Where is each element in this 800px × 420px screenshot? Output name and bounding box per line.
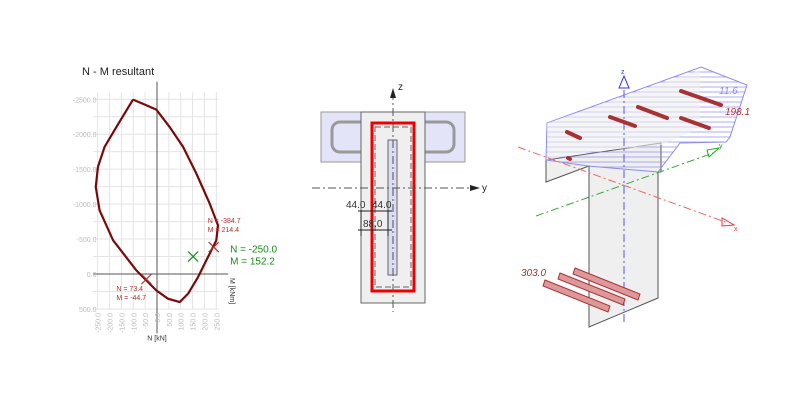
marker-label: M = -44.7: [116, 295, 146, 302]
marker-label: N = -250.0: [230, 245, 277, 256]
x-tick-label: -50.0: [143, 313, 150, 329]
y-tick-label: -2500.0: [73, 97, 97, 104]
y-tick-label: 500.0: [79, 307, 97, 314]
x-tick-label: -200.0: [108, 313, 115, 333]
z-arrow-icon: [618, 74, 630, 89]
marker-label: N = 73.4: [116, 286, 143, 293]
marker-x-icon: [208, 241, 220, 253]
dim-label: 44.0: [346, 200, 366, 211]
marker-x-icon: [140, 273, 152, 285]
chart-title: N - M resultant: [82, 66, 155, 78]
marker-label: M = 152.2: [230, 257, 275, 268]
y-axis-label: y: [482, 183, 487, 194]
marker-x-icon: [187, 251, 199, 262]
x-tick-label: 0.0: [155, 313, 162, 323]
y-tick-label: -500.0: [77, 237, 97, 244]
x-axis-label: x: [734, 226, 738, 233]
x-tick-label: 150.0: [191, 313, 198, 331]
y-tick-label: -1500.0: [73, 167, 97, 174]
interaction-curve: [94, 98, 220, 304]
y-arrow-icon: [470, 185, 480, 191]
x-arrow-icon: [721, 217, 736, 227]
x-tick-label: 50.0: [167, 313, 174, 327]
z-axis-label: z: [398, 82, 403, 93]
flange-top: [547, 70, 700, 160]
y-tick-label: 0.0: [87, 272, 97, 279]
x-tick-label: 200.0: [202, 313, 209, 331]
top-rebars: [565, 89, 723, 161]
x-tick-label: 250.0: [214, 313, 221, 331]
z-arrow-icon: [390, 88, 396, 98]
y-tick-label: -1000.0: [73, 202, 97, 209]
marker-label: N = -384.7: [208, 218, 241, 225]
marker-label: M = 214.4: [208, 227, 239, 234]
y-axis-label: M [kNm]: [228, 278, 235, 304]
dim-label: 44.0: [372, 200, 392, 211]
dim-label: 88.0: [363, 219, 383, 230]
x-tick-label: 100.0: [179, 313, 186, 331]
x-axis-label: N [kN]: [147, 335, 167, 342]
x-tick-label: -150.0: [119, 313, 126, 333]
stress-label-top: 11.6: [719, 86, 738, 97]
stress-label-mid: 198.1: [725, 107, 750, 118]
y-axis-label: y: [719, 143, 723, 150]
y-arrow-icon: [706, 147, 721, 158]
x-tick-label: -250.0: [96, 313, 103, 333]
stress-label-bottom: 303.0: [521, 268, 546, 279]
bottom-rebars: [542, 267, 641, 313]
x-tick-label: -100.0: [131, 313, 138, 333]
x-axis-3d: [517, 146, 729, 224]
z-axis-label: z: [621, 69, 625, 76]
y-tick-label: -2000.0: [73, 132, 97, 139]
